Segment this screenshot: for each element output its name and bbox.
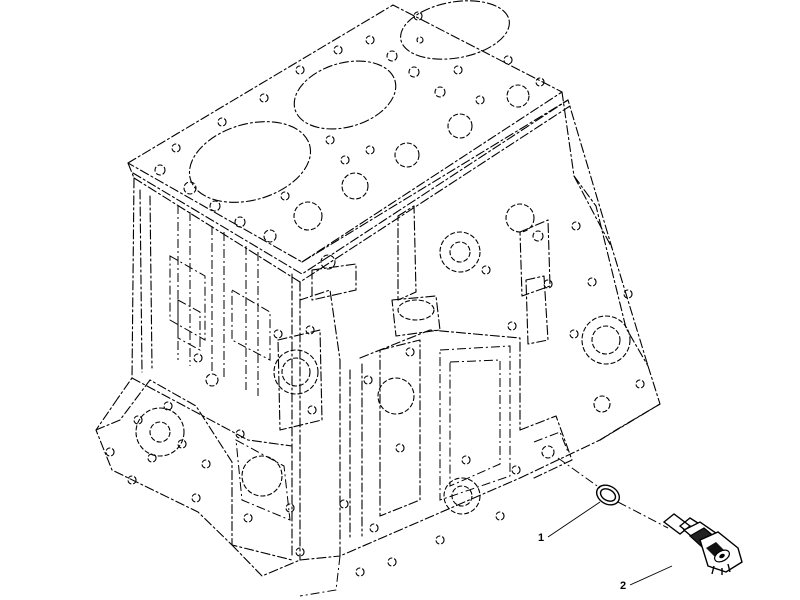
- callout-2: 2: [620, 565, 673, 592]
- callout-2-label: 2: [620, 580, 626, 592]
- engine-block-drawing: [95, 0, 661, 597]
- sensor-part[interactable]: [662, 513, 743, 575]
- sealing-ring-part[interactable]: [593, 481, 623, 509]
- callout-1-label: 1: [538, 532, 544, 544]
- deck-holes: [154, 11, 545, 243]
- assembly-centerline: [557, 457, 669, 529]
- callout-1: 1: [538, 501, 601, 544]
